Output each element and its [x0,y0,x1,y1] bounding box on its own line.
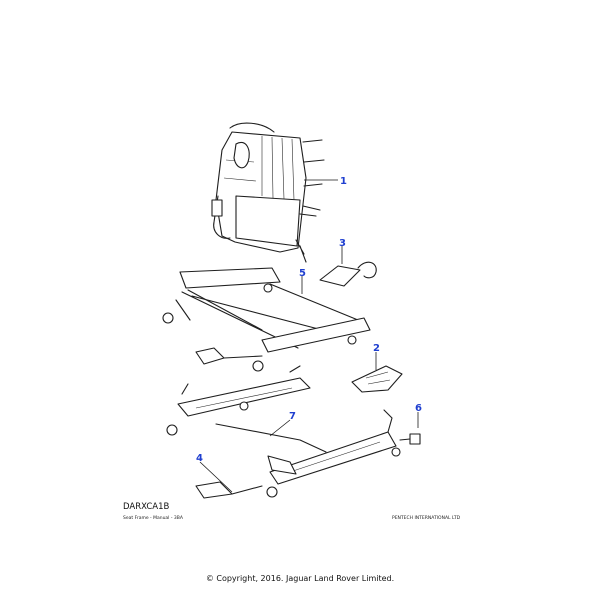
seat-cushion-frame [162,267,371,372]
callout-4: 4 [196,453,203,464]
bolt [399,433,421,445]
bracket-with-cable [319,261,377,287]
leader-lines [199,179,419,493]
callout-3: 3 [339,238,346,249]
seat-slide-rail-lower [195,409,401,499]
callout-1: 1 [340,176,347,187]
diagram-caption: Seat Frame - Manual - 3BA [123,516,183,521]
seat-back-frame [211,122,325,263]
seat-slide-rail-upper [166,365,311,436]
callout-5: 5 [299,268,306,279]
callout-2: 2 [373,343,380,354]
pad [351,365,403,393]
vendor-credit: PENTECH INTERNATIONAL LTD [392,516,461,521]
diagram-reference-code: DARXCA1B [123,502,170,512]
copyright-notice: © Copyright, 2016. Jaguar Land Rover Lim… [205,574,395,583]
callout-7: 7 [289,411,296,422]
callout-6: 6 [415,403,422,414]
cross-rod [215,423,327,453]
